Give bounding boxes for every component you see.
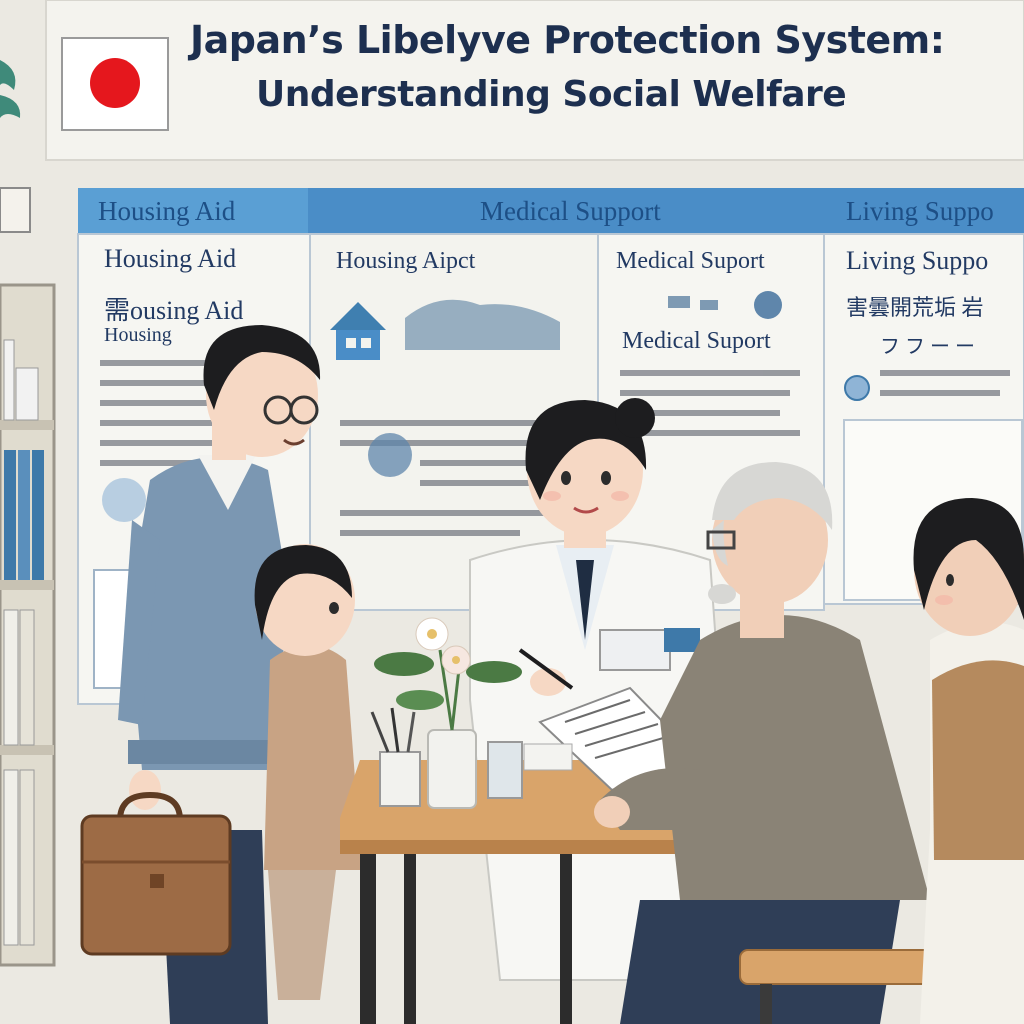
briefcase <box>80 791 232 956</box>
flower-vase <box>374 617 522 809</box>
woman-figure <box>913 498 1024 1024</box>
title-line-1: Japan’s Libelyve Protection System: <box>190 18 945 62</box>
banner-label-right: Living Suppo <box>846 196 994 226</box>
circle-emblem-icon <box>368 433 412 477</box>
bookshelf <box>0 283 56 967</box>
panel-left-line2: 需ousing Aid <box>104 296 244 325</box>
badge-icon <box>102 478 146 522</box>
landscape-icon <box>405 299 560 350</box>
title-line-2: Understanding Social Welfare <box>256 74 847 115</box>
elderly-man-figure <box>594 462 930 1024</box>
medical-icons <box>668 291 782 319</box>
plant-top-left <box>0 60 21 118</box>
wall-sign <box>0 187 31 233</box>
info-dot-icon <box>844 375 870 401</box>
banner-label-left: Housing Aid <box>98 196 236 226</box>
panel-center-right-line2: Medical Suport <box>622 328 771 354</box>
child-figure <box>254 544 362 1000</box>
title-board <box>45 0 1024 161</box>
house-icon <box>330 302 386 360</box>
banner-label-center: Medical Support <box>480 196 661 226</box>
japan-flag <box>61 37 169 131</box>
panel-left-heading: Housing Aid <box>104 244 237 273</box>
panel-center-right-heading: Medical Suport <box>616 248 765 274</box>
man-figure <box>118 325 321 1024</box>
banner-left-tab <box>78 188 308 234</box>
panel-center-left-heading: Housing Aipct <box>336 248 476 274</box>
form-paper-lines <box>564 699 671 759</box>
panel-left-line3: Housing <box>104 324 172 346</box>
panel-right-line3: フ フ ー ー <box>880 336 975 358</box>
small-cards <box>523 743 573 771</box>
panel-right-line2: 害曇開荒垢 岩 <box>846 295 984 320</box>
glass-jar <box>487 741 523 799</box>
pencil-cup <box>370 707 421 807</box>
panel-right-heading: Living Suppo <box>846 246 989 275</box>
